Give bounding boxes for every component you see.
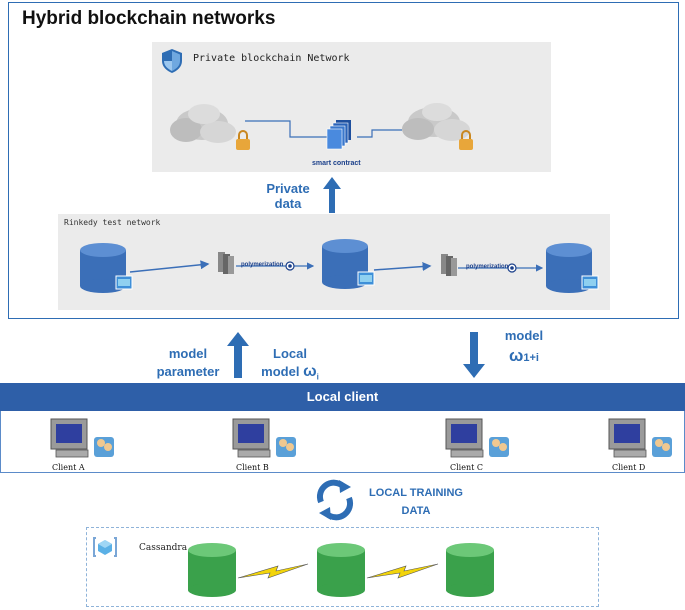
local-training-data-label: LOCAL TRAINING DATA (369, 487, 463, 517)
private-network-panel (152, 42, 551, 172)
smart-contract-label: smart contract (312, 160, 361, 167)
private-network-title: Private blockchain Network (193, 53, 350, 64)
lock-icon (236, 130, 250, 150)
up-arrow-model-parameter (227, 332, 249, 378)
polymerization-label-1: polymerization (241, 262, 284, 268)
private-network-diagram (170, 103, 473, 150)
database-icon (446, 543, 494, 597)
database-icon (188, 543, 236, 597)
client-b (232, 417, 302, 468)
cloud-icon (170, 104, 236, 143)
monitor-icon (115, 275, 133, 290)
client-a-label: Client A (52, 463, 85, 472)
sync-icon (316, 479, 354, 521)
cloud-icon (402, 103, 470, 141)
cassandra-cluster (188, 543, 494, 597)
down-arrow-model (463, 332, 485, 378)
lock-icon (459, 130, 473, 150)
shield-icon (162, 49, 182, 73)
cassandra-frame (86, 527, 599, 607)
private-data-label: Private data (266, 181, 310, 211)
client-d-label: Client D (612, 463, 646, 472)
client-c (445, 417, 515, 468)
client-b-label: Client B (236, 463, 269, 472)
server-icon (441, 254, 457, 276)
rinkeby-network-title: Rinkedy test network (64, 218, 161, 227)
diagram-title: Hybrid blockchain networks (22, 8, 276, 29)
database-icon (317, 543, 365, 597)
client-c-label: Client C (450, 463, 484, 472)
database-icon (80, 243, 126, 293)
cassandra-logo-icon (93, 537, 117, 557)
smart-contract-icon (326, 120, 351, 150)
up-arrow-private (323, 177, 341, 213)
computer-icon (232, 418, 296, 458)
rinkeby-diagram (80, 239, 599, 293)
monitor-icon (357, 271, 375, 286)
server-icon (218, 252, 234, 274)
polymerization-label-2: polymerization (466, 264, 509, 270)
computer-icon (445, 418, 509, 458)
client-d (608, 417, 678, 468)
cassandra-title: Cassandra (139, 543, 188, 553)
monitor-icon (581, 275, 599, 290)
model-parameter-label: model parameter (156, 346, 220, 379)
local-model-label: Local model ωi (261, 346, 319, 382)
computer-icon (50, 418, 114, 458)
computer-icon (608, 418, 672, 458)
client-a (50, 417, 120, 468)
local-client-bar: Local client (0, 383, 685, 411)
model-w-label: model ω1+i (504, 328, 544, 365)
